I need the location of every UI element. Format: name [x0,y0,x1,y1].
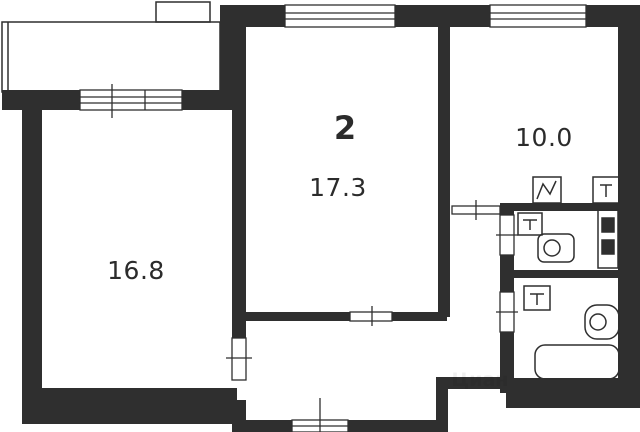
utility-shaft [597,209,619,269]
room-count-label: 2 [334,109,356,147]
ventilation-icon [517,212,543,236]
wall-center-right [438,22,450,317]
left-room-area: 16.8 [107,256,165,285]
windows [79,4,587,432]
window-icon [291,398,349,432]
walls [2,5,640,432]
fixtures [517,176,620,380]
toilet-icon [584,304,620,340]
door-icon [496,291,518,333]
balcony-vent [155,1,211,23]
watermark: Циан [452,369,509,391]
wall-right [618,5,640,405]
balcony [1,1,221,93]
right-room-area: 10.0 [515,123,573,152]
door-icon [451,200,501,220]
doors [226,200,518,381]
window-icon [489,4,587,28]
door-icon [496,214,518,256]
window-icon [284,4,396,28]
wall-bath-mid [508,270,620,278]
wall-corridor-left-bottom [232,400,246,422]
wall-bottom-left [22,388,237,424]
wall-bottom-right [506,378,640,408]
center-room-area: 17.3 [309,173,367,202]
bathtub-icon [534,344,620,380]
wall-center-bottom [232,312,447,321]
wall-corner-top [220,5,246,110]
wall-bottom-right-step [436,377,506,389]
sink-icon [537,233,575,263]
ventilation-icon [523,285,551,311]
wall-bottom-right-v [436,377,448,422]
stove-icon [532,176,562,204]
window-icon [79,84,183,118]
balcony-outline [1,21,221,93]
wall-left [22,108,42,423]
wall-left-center [232,100,246,320]
door-icon [349,306,393,326]
door-icon [226,337,252,381]
wall-bath-top [500,203,620,211]
ventilation-icon [592,176,620,204]
